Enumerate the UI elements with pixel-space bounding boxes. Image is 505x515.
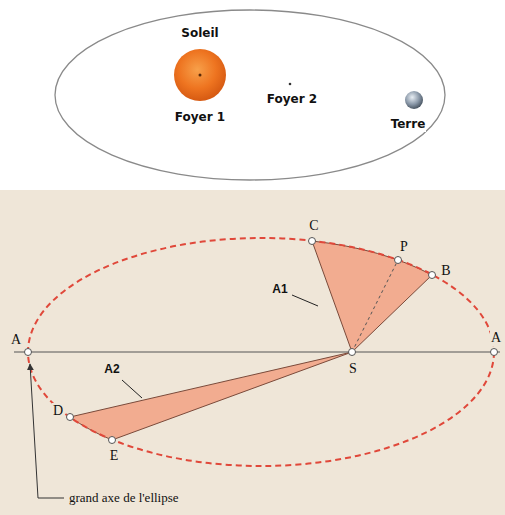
focus-label: Foyer 2 [266, 93, 318, 106]
point-marker [25, 349, 32, 356]
leader-line [292, 295, 318, 306]
orbit-ellipse [28, 238, 494, 466]
point-marker [67, 414, 74, 421]
point-label: A [490, 330, 502, 345]
point-marker [429, 272, 436, 279]
area-sector [312, 241, 432, 352]
orbit-ellipse [55, 10, 445, 180]
radius-line [352, 260, 398, 352]
point-label: B [440, 263, 451, 278]
point-label: A [10, 332, 22, 347]
leader-line [122, 380, 142, 398]
point-label: P [399, 239, 409, 254]
point-label: D [52, 403, 64, 418]
focus-label: Foyer 1 [174, 111, 226, 124]
major-axis [14, 352, 500, 353]
focus-dot [199, 74, 202, 77]
point-marker [395, 257, 402, 264]
planet-label: Terre [390, 118, 427, 131]
point-marker [309, 238, 316, 245]
point-label: E [109, 448, 120, 463]
sun-icon [174, 49, 226, 101]
point-label: S [348, 361, 358, 376]
page-ground [0, 190, 505, 515]
pointer-arrow [30, 364, 64, 498]
point-marker [491, 349, 498, 356]
area-sector [70, 352, 352, 440]
sun-label: Soleil [180, 27, 219, 40]
area-label: A1 [271, 283, 288, 296]
axis-label: grand axe de l'ellipse [68, 491, 180, 505]
earth-icon [405, 91, 423, 109]
point-label: C [308, 218, 319, 233]
point-marker [349, 349, 356, 356]
focus-dot [289, 83, 292, 86]
area-label: A2 [103, 363, 120, 376]
point-marker [109, 437, 116, 444]
